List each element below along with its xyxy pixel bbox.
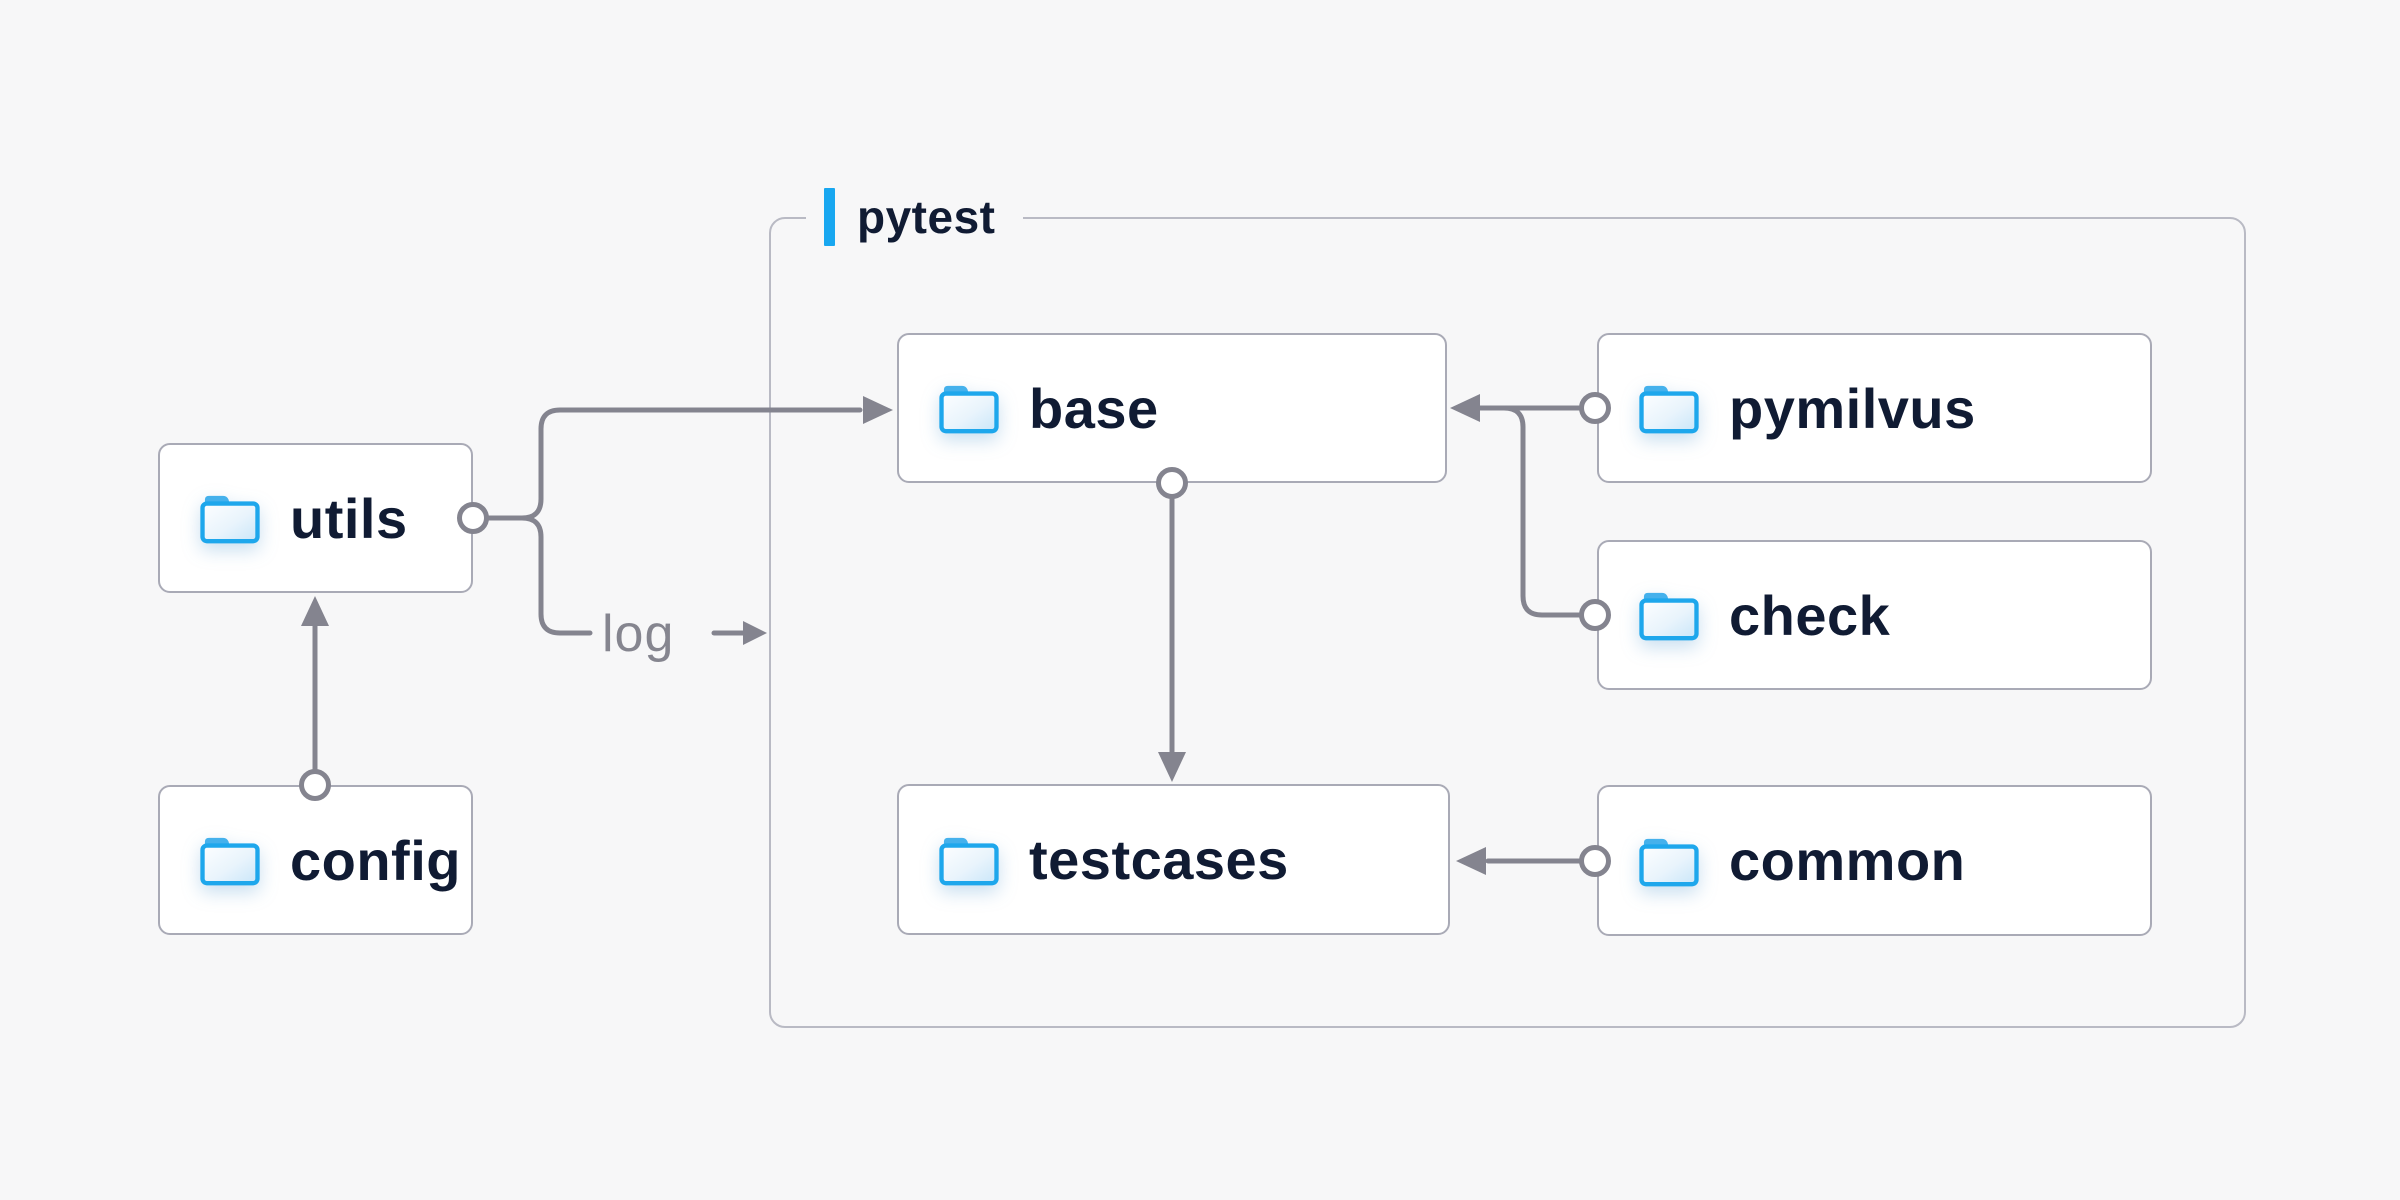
node-pymilvus: pymilvus: [1597, 333, 2152, 483]
folder-icon: [937, 381, 1001, 435]
node-testcases: testcases: [897, 784, 1450, 935]
folder-icon: [198, 491, 262, 545]
group-title: pytest: [857, 191, 996, 243]
node-label: check: [1729, 583, 1891, 647]
arrowhead-log: [743, 621, 767, 645]
folder-icon: [198, 833, 262, 887]
node-common: common: [1597, 785, 2152, 936]
folder-icon: [1637, 381, 1701, 435]
pytest-group-label: pytest: [806, 186, 1024, 248]
arrowhead-into-utils-bottom: [301, 596, 329, 626]
edge-utils-log: [484, 515, 593, 636]
node-label: pymilvus: [1729, 376, 1976, 440]
node-label: base: [1029, 376, 1159, 440]
pytest-group-container: [769, 217, 2246, 1028]
log-edge-label: log: [602, 605, 675, 663]
node-check: check: [1597, 540, 2152, 690]
folder-icon: [1637, 834, 1701, 888]
accent-bar: [824, 188, 835, 246]
folder-icon: [937, 833, 1001, 887]
node-base: base: [897, 333, 1447, 483]
node-utils: utils: [158, 443, 473, 593]
node-label: common: [1729, 829, 1966, 892]
node-config: config: [158, 785, 473, 935]
node-label: testcases: [1029, 828, 1289, 891]
folder-icon: [1637, 588, 1701, 642]
node-label: config: [290, 828, 461, 892]
node-label: utils: [290, 486, 408, 550]
